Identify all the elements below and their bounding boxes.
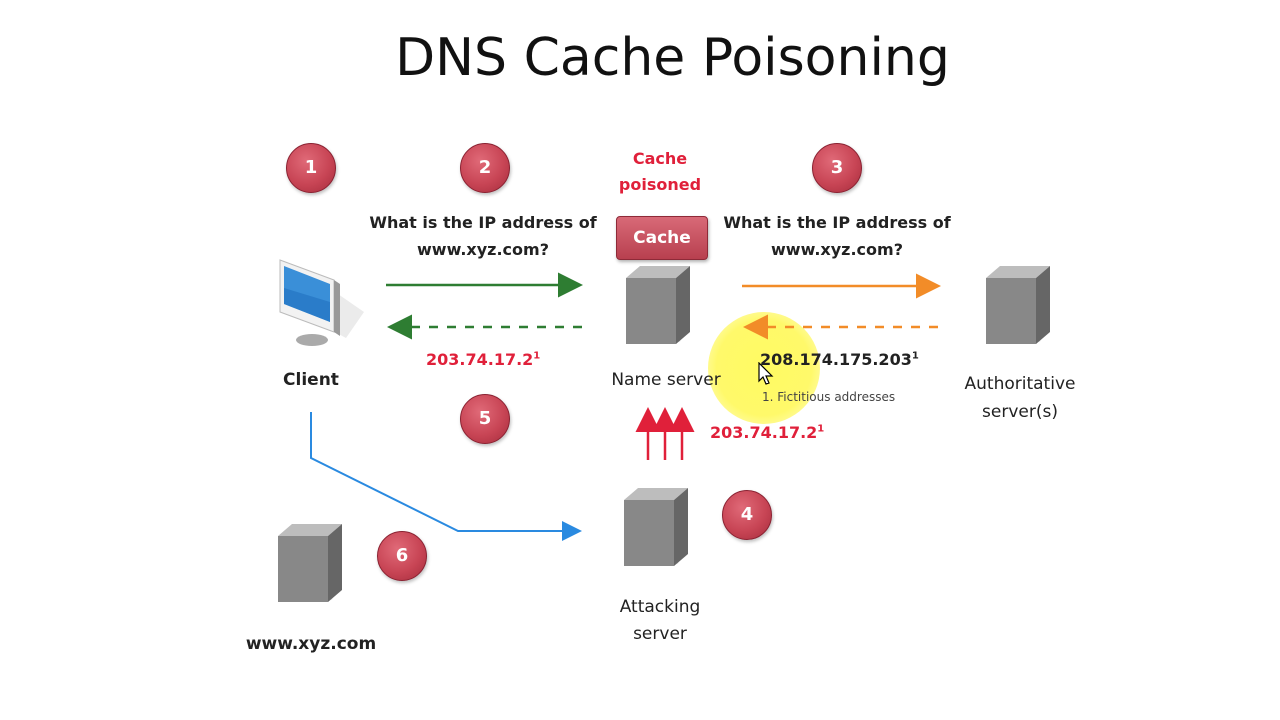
footnote-marker: 1 (817, 423, 825, 435)
step-badge-2: 2 (460, 143, 510, 193)
query-text-client: What is the IP address of www.xyz.com? (369, 213, 597, 259)
xyz-label: www.xyz.com (245, 634, 377, 654)
authoritative-server-icon (986, 266, 1050, 344)
client-label: Client (283, 370, 339, 390)
response-ip-from-auth: 208.174.175.2031 (760, 350, 919, 369)
query-text-ns: What is the IP address of www.xyz.com? (723, 213, 951, 259)
name-server-icon (626, 266, 690, 344)
response-ip-value: 208.174.175.203 (760, 350, 912, 369)
cache-box: Cache (616, 216, 708, 260)
attacking-server-icon (624, 488, 688, 566)
authoritative-server-label: Authoritative server(s) (964, 374, 1076, 422)
footnote-text: 1. Fictitious addresses (762, 390, 896, 404)
mouse-cursor-icon (758, 362, 774, 385)
step-badge-1: 1 (286, 143, 336, 193)
step-badge-5: 5 (460, 394, 510, 444)
step-badge-6: 6 (377, 531, 427, 581)
client-computer-icon (279, 259, 364, 346)
attacking-server-label: Attacking server (619, 597, 701, 644)
step-badge-3: 3 (812, 143, 862, 193)
attacker-fake-ip: 203.74.17.21 (710, 423, 824, 442)
redirect-arrow-client-to-attacker (310, 412, 582, 541)
response-ip-value: 203.74.17.2 (426, 350, 534, 369)
response-ip-to-client: 203.74.17.21 (426, 350, 540, 369)
footnote-marker: 1 (911, 350, 919, 362)
page-title: DNS Cache Poisoning (395, 28, 950, 88)
xyz-server-icon (278, 524, 342, 602)
cache-poisoned-label: Cache poisoned (618, 149, 702, 194)
name-server-label: Name server (611, 370, 721, 390)
footnote-marker: 1 (533, 350, 541, 362)
response-ip-value: 203.74.17.2 (710, 423, 818, 442)
step-badge-4: 4 (722, 490, 772, 540)
